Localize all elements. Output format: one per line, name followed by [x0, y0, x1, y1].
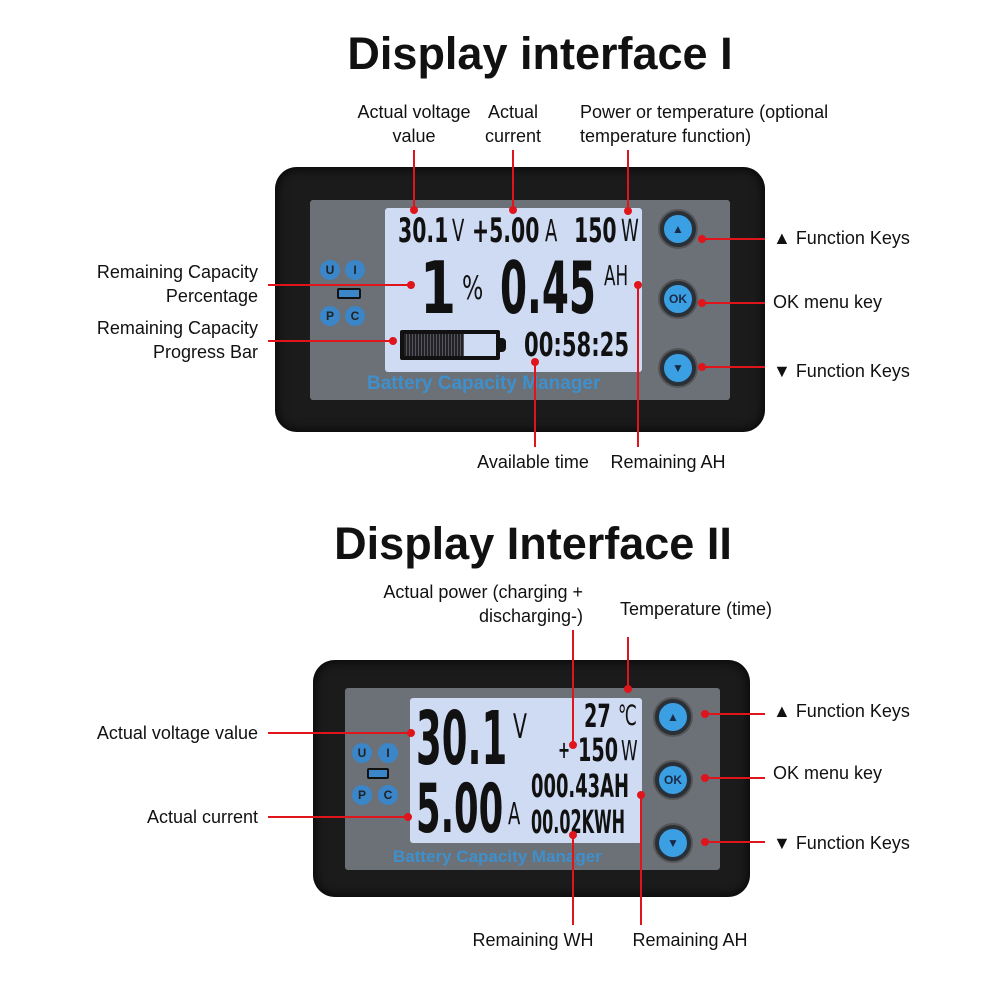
up-button[interactable]: ▲: [660, 211, 696, 247]
label-up-key: ▲ Function Keys: [773, 228, 910, 248]
label-actual-power: Actual power (charging +discharging-): [383, 582, 583, 626]
battery-fill: [404, 334, 464, 356]
lcd-current-unit: A: [545, 214, 558, 249]
key2-u: U: [352, 743, 372, 763]
label-temperature: Temperature (time): [620, 599, 773, 619]
ok-button[interactable]: OK: [660, 281, 696, 317]
lcd2-power-unit: W: [621, 734, 638, 767]
lcd-screen-2: [410, 698, 642, 843]
up-button-2[interactable]: ▲: [655, 699, 691, 735]
brand-text: Battery Capacity Manager: [367, 373, 601, 394]
lcd2-voltage-unit: V: [513, 707, 527, 747]
label-ok-key-2: OK menu key: [773, 763, 883, 783]
key-p: P: [320, 306, 340, 326]
battery-tip: [500, 338, 506, 352]
lcd-percent: 1: [420, 246, 457, 330]
lcd2-temp: 27: [584, 697, 611, 735]
lcd2-voltage: 30.1: [416, 696, 508, 782]
battery-icon: [337, 288, 361, 299]
label-down-key-2: ▼ Function Keys: [773, 833, 910, 853]
lcd2-power: 150: [578, 731, 619, 769]
lcd-ah-unit: AH: [604, 259, 629, 292]
lcd-power-unit: W: [621, 214, 639, 249]
brand-text-2: Battery Capacity Manager: [393, 847, 602, 866]
lcd2-power-sign: +: [558, 736, 571, 764]
key-u: U: [320, 260, 340, 280]
lcd-power: 150: [574, 211, 617, 251]
battery-progress-bar: [400, 330, 500, 360]
label-remaining-ah-2: Remaining AH: [632, 930, 748, 950]
lcd2-current-unit: A: [508, 797, 521, 832]
key2-p: P: [352, 785, 372, 805]
label-available-time: Available time: [477, 452, 589, 472]
label-ok-key: OK menu key: [773, 292, 883, 312]
ok-button-2[interactable]: OK: [655, 762, 691, 798]
label-current-2: Actual current: [146, 807, 258, 827]
key2-c: C: [378, 785, 398, 805]
label-up-key-2: ▲ Function Keys: [773, 701, 910, 721]
battery-icon-2: [367, 768, 389, 779]
lcd2-temp-unit: ℃: [618, 699, 637, 732]
key2-i: I: [378, 743, 398, 763]
lcd2-ah: 000.43AH: [531, 767, 630, 805]
title-interface-1: Display interface I: [347, 28, 733, 79]
key-i: I: [345, 260, 365, 280]
label-remaining-ah: Remaining AH: [610, 452, 726, 472]
lcd-current: +5.00: [472, 211, 540, 251]
label-voltage-2: Actual voltage value: [96, 723, 258, 743]
lcd-voltage-unit: V: [452, 214, 465, 249]
lcd-time: 00:58:25: [524, 325, 630, 364]
down-button[interactable]: ▼: [660, 350, 696, 386]
label-remaining-wh: Remaining WH: [472, 930, 594, 950]
lcd-percent-unit: %: [462, 269, 484, 307]
lcd2-kwh: 00.02KWH: [531, 803, 626, 841]
lcd2-current: 5.00: [416, 770, 504, 849]
down-button-2[interactable]: ▼: [655, 825, 691, 861]
title-interface-2: Display Interface II: [334, 518, 732, 569]
key-c: C: [345, 306, 365, 326]
label-down-key: ▼ Function Keys: [773, 361, 910, 381]
lcd-ah: 0.45: [500, 246, 596, 330]
lcd-voltage: 30.1: [398, 211, 449, 251]
